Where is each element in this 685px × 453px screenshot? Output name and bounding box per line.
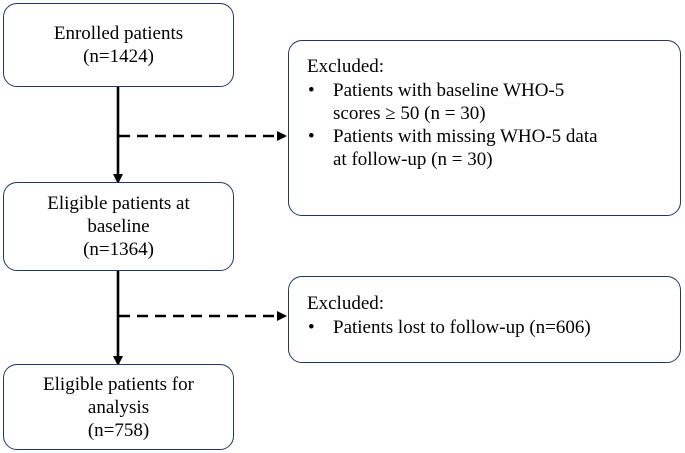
bullet-icon: • (308, 317, 315, 338)
exclusion-text-line: scores ≥ 50 (n = 30) (333, 103, 486, 124)
exclusion-text-line: Patients with baseline WHO-5 (333, 80, 565, 101)
exclusion-title: Excluded: (307, 293, 385, 314)
baseline-label-line1: Eligible patients at (47, 193, 190, 214)
exclusion-text-line: at follow-up (n = 30) (333, 149, 493, 170)
enrolled-count: (n=1424) (83, 46, 154, 67)
baseline-label-line2: baseline (87, 216, 150, 237)
bullet-icon: • (308, 126, 315, 147)
exclusion-list: • Patients lost to follow-up (n=606) (307, 316, 670, 339)
exclusion-box-1: Excluded: • Patients with baseline WHO-5… (288, 40, 681, 216)
analysis-label-line1: Eligible patients for (43, 373, 194, 395)
analysis-patients-box: Eligible patients for analysis (n=758) (3, 364, 234, 450)
exclusion-box-2: Excluded: • Patients lost to follow-up (… (288, 276, 681, 363)
list-item: • Patients with baseline WHO-5 scores ≥ … (307, 79, 670, 125)
baseline-patients-box: Eligible patients at baseline (n=1364) (3, 182, 234, 271)
enrolled-patients-box: Enrolled patients (n=1424) (3, 3, 234, 87)
enrolled-label: Enrolled patients (53, 23, 184, 44)
exclusion-list: • Patients with baseline WHO-5 scores ≥ … (307, 79, 670, 171)
baseline-count: (n=1364) (83, 239, 154, 260)
analysis-count: (n=758) (87, 419, 150, 441)
analysis-label-line2: analysis (87, 396, 150, 418)
exclusion-title: Excluded: (307, 56, 385, 77)
exclusion-text-line: Patients with missing WHO-5 data (333, 126, 598, 147)
exclusion-text-line: Patients lost to follow-up (n=606) (333, 317, 591, 338)
list-item: • Patients lost to follow-up (n=606) (307, 316, 670, 339)
list-item: • Patients with missing WHO-5 data at fo… (307, 125, 670, 171)
bullet-icon: • (308, 80, 315, 101)
